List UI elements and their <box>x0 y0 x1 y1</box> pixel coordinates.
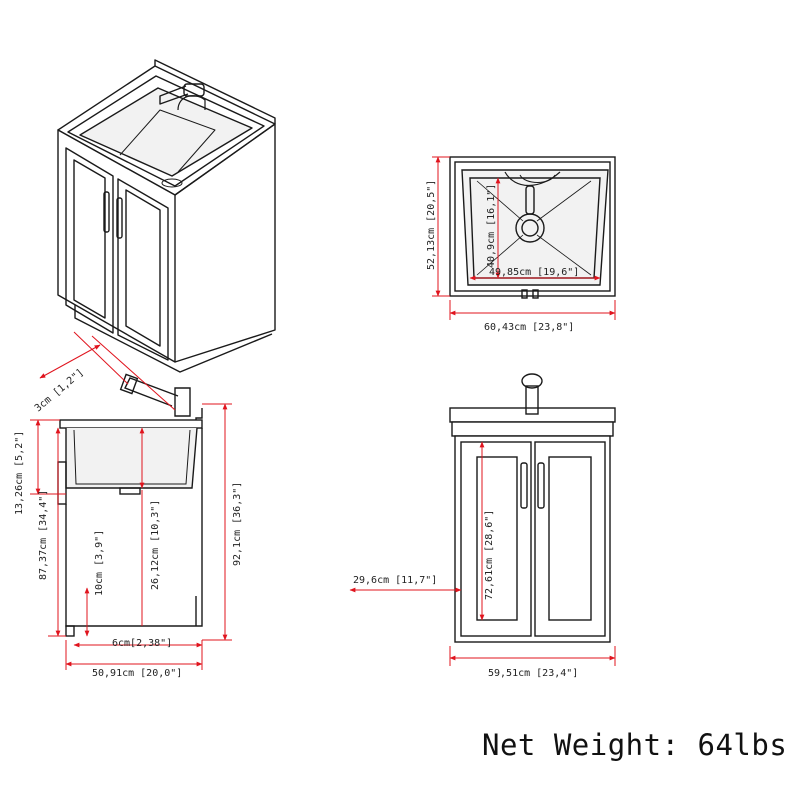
side-inner-height-label: 26,12cm [10,3"] <box>150 500 161 590</box>
side-total-height-label: 92,1cm [36,3"] <box>232 482 243 566</box>
top-basin-width-label: 49,85cm [19,6"] <box>489 267 579 278</box>
side-basin-height-label: 13,26cm [5,2"] <box>14 431 25 515</box>
top-basin-depth-label: 40,9cm [16,1"] <box>486 184 497 268</box>
side-toe-kick-label: 6cm[2,38"] <box>112 638 172 649</box>
net-weight-label: Net Weight: 64lbs <box>482 728 788 762</box>
isometric-view <box>57 59 276 373</box>
front-view <box>449 373 616 643</box>
front-door-width-label: 29,6cm [11,7"] <box>353 575 437 586</box>
side-faucet-offset-label: 3cm [1,2"] <box>33 367 86 414</box>
side-view <box>57 373 203 637</box>
top-view-dimensions <box>432 156 616 320</box>
top-depth-label: 52,13cm [20,5"] <box>426 180 437 270</box>
side-cabinet-height-label: 87,37cm [34,4"] <box>38 490 49 580</box>
side-shelf-height-label: 10cm [3,9"] <box>94 530 105 596</box>
side-overall-depth-label: 50,91cm [20,0"] <box>92 668 182 679</box>
front-overall-width-label: 59,51cm [23,4"] <box>488 668 578 679</box>
side-view-dimensions <box>30 331 232 670</box>
front-view-dimensions <box>349 441 616 666</box>
top-overall-width-label: 60,43cm [23,8"] <box>484 322 574 333</box>
front-door-height-label: 72,61cm [28,6"] <box>484 510 495 600</box>
